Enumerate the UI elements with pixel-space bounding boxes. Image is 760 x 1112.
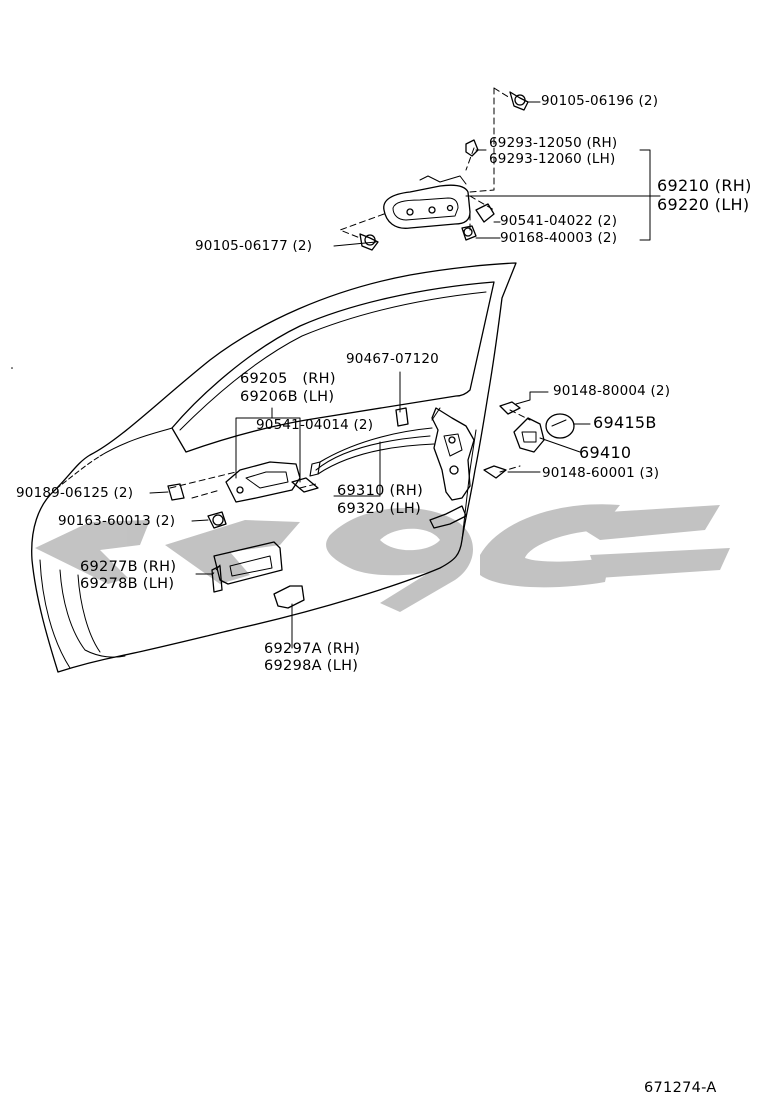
door-striker (513, 413, 575, 453)
inside-handle-bezel (211, 541, 283, 593)
label-69298a: 69298A (LH) (264, 658, 359, 674)
label-69277b: 69277B (RH) (80, 559, 177, 575)
label-90189-06125: 90189-06125 (2) (16, 485, 134, 501)
label-69293-12050: 69293-12050 (RH) (489, 135, 618, 151)
label-90105-06196: 90105-06196 (2) (541, 93, 659, 109)
label-69293-12060: 69293-12060 (LH) (489, 151, 616, 167)
inside-door-handle (225, 461, 301, 503)
watermark-logo (35, 504, 730, 612)
label-69220: 69220 (LH) (657, 195, 750, 214)
outside-door-handle (383, 175, 471, 229)
stray-dot (11, 367, 13, 369)
label-90168-40003: 90168-40003 (2) (500, 230, 618, 246)
label-69320: 69320 (LH) (337, 501, 422, 517)
leader-lines (149, 101, 661, 649)
label-69410: 69410 (579, 443, 632, 462)
label-90163-60013: 90163-60013 (2) (58, 513, 176, 529)
label-90148-60001: 90148-60001 (3) (542, 465, 660, 481)
label-90541-04022: 90541-04022 (2) (500, 213, 618, 229)
handle-cover (273, 585, 305, 609)
label-69415b: 69415B (593, 413, 657, 432)
label-69205: 69205 (RH) (240, 371, 336, 387)
label-69310: 69310 (RH) (337, 483, 424, 499)
label-69210: 69210 (RH) (657, 176, 752, 195)
label-69206b: 69206B (LH) (240, 389, 335, 405)
label-90541-04014: 90541-04014 (2) (256, 417, 374, 433)
door-lock-assembly (429, 407, 475, 529)
lock-cables (309, 427, 435, 477)
front-door-panel (31, 262, 517, 673)
label-69297a: 69297A (RH) (264, 641, 361, 657)
label-90148-80004: 90148-80004 (2) (553, 383, 671, 399)
figure-code: 671274-A (644, 1080, 717, 1096)
label-90105-06177: 90105-06177 (2) (195, 238, 313, 254)
label-69278b: 69278B (LH) (80, 576, 175, 592)
label-90467-07120: 90467-07120 (346, 351, 439, 367)
fasteners (167, 91, 529, 529)
